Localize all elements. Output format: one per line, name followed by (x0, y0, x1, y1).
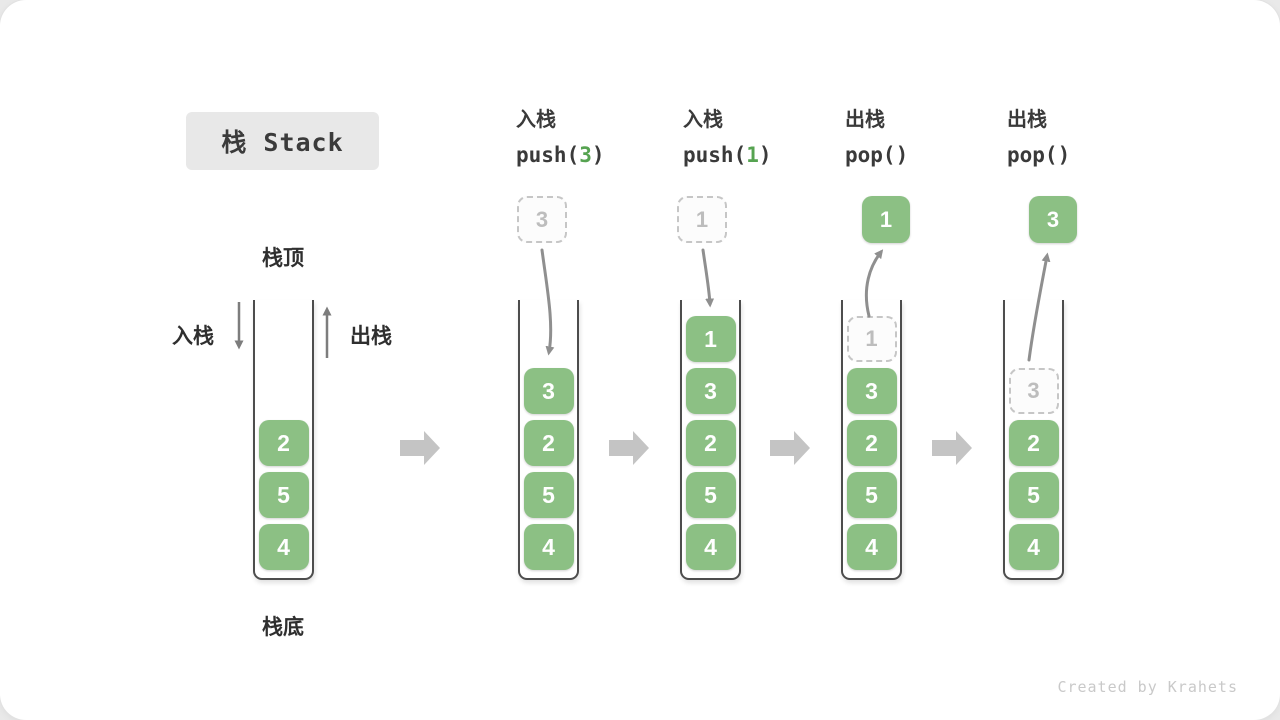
stack-state-3: 1 3 2 5 4 (680, 300, 741, 580)
stack-block: 4 (258, 524, 309, 570)
push-legend-label: 入栈 (172, 325, 214, 348)
operation-label-pop-1: 出栈 pop() (845, 106, 1005, 169)
code-prefix: pop() (845, 143, 909, 167)
diagram-title: 栈 Stack (186, 112, 379, 170)
stack-block: 3 (846, 368, 897, 414)
operation-code: pop() (1007, 141, 1167, 169)
credit-text: Created by Krahets (1057, 678, 1238, 696)
stack-block: 2 (523, 420, 574, 466)
stack-block: 5 (523, 472, 574, 518)
stack-block: 5 (1008, 472, 1059, 518)
stack-block: 5 (258, 472, 309, 518)
operation-label-push1: 入栈 push(1) (683, 106, 843, 169)
stack-block: 3 (523, 368, 574, 414)
operation-cn-label: 出栈 (845, 109, 885, 131)
code-arg: 1 (746, 143, 759, 167)
code-prefix: pop() (1007, 143, 1071, 167)
stack-state-5: 3 2 5 4 (1003, 300, 1064, 580)
code-prefix: push( (683, 143, 747, 167)
stack-block: 1 (685, 316, 736, 362)
stack-block: 4 (1008, 524, 1059, 570)
code-prefix: push( (516, 143, 580, 167)
stack-block: 4 (846, 524, 897, 570)
stack-top-label: 栈顶 (262, 247, 304, 270)
code-arg: 3 (579, 143, 592, 167)
incoming-value-box: 3 (517, 196, 567, 243)
stack-state-4: 1 3 2 5 4 (841, 300, 902, 580)
ghost-block: 1 (846, 316, 897, 362)
incoming-value-box: 1 (677, 196, 727, 243)
code-suffix: ) (758, 143, 772, 167)
popped-value-box: 3 (1029, 196, 1077, 243)
stack-state-2: 3 2 5 4 (518, 300, 579, 580)
operation-cn-label: 入栈 (516, 109, 556, 131)
operation-code: push(1) (683, 141, 843, 169)
stack-block: 2 (258, 420, 309, 466)
stack-state-1: 2 5 4 (253, 300, 314, 580)
popped-value-box: 1 (862, 196, 910, 243)
stack-block: 5 (846, 472, 897, 518)
stack-block: 4 (685, 524, 736, 570)
stack-block: 2 (685, 420, 736, 466)
operation-cn-label: 出栈 (1007, 109, 1047, 131)
operation-code: push(3) (516, 141, 676, 169)
stack-bottom-label: 栈底 (262, 616, 304, 639)
stack-block: 2 (1008, 420, 1059, 466)
stack-block: 4 (523, 524, 574, 570)
stack-block: 2 (846, 420, 897, 466)
pop-legend-label: 出栈 (350, 325, 392, 348)
code-suffix: ) (591, 143, 605, 167)
stack-block: 5 (685, 472, 736, 518)
operation-code: pop() (845, 141, 1005, 169)
stack-block: 3 (685, 368, 736, 414)
ghost-block: 3 (1008, 368, 1059, 414)
operation-label-pop-2: 出栈 pop() (1007, 106, 1167, 169)
operation-cn-label: 入栈 (683, 109, 723, 131)
operation-label-push3: 入栈 push(3) (516, 106, 676, 169)
